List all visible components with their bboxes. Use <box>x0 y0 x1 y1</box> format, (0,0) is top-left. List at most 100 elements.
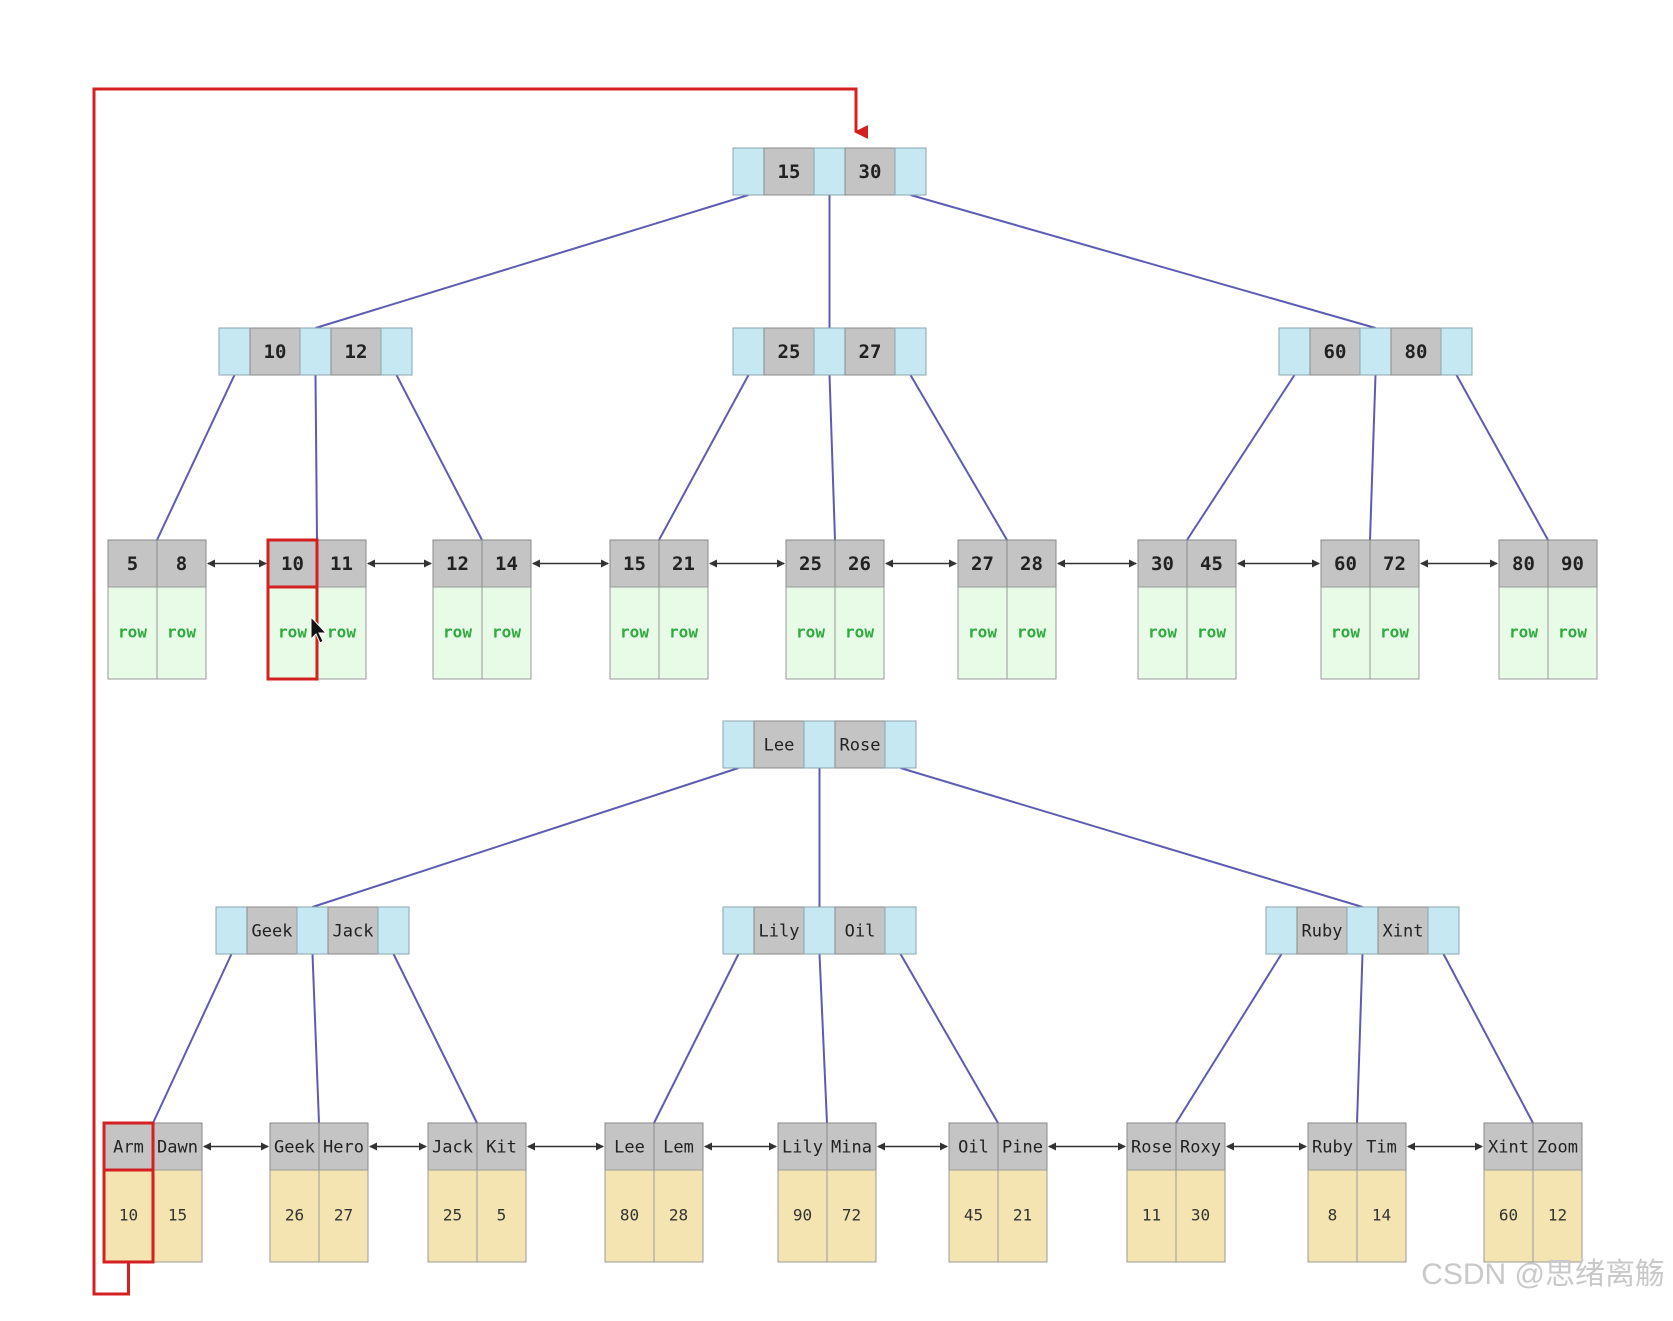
key-cell <box>834 720 886 769</box>
leaf-value-label: 30 <box>1191 1206 1210 1225</box>
leaf-value-label: row <box>167 623 196 642</box>
leaf-key-cell <box>1186 539 1237 588</box>
leaf-value-cell <box>1175 1169 1226 1263</box>
leaf-value-label: row <box>845 623 874 642</box>
leaf-key-label: Geek <box>274 1138 315 1158</box>
tree-edge <box>1356 953 1364 1124</box>
leaf-key-label: 25 <box>799 553 822 575</box>
leaf-value-cell <box>948 1169 999 1263</box>
leaf-key-cell <box>785 539 836 588</box>
leaf-key-cell <box>1137 539 1188 588</box>
leaf-key-cell <box>826 1122 877 1171</box>
leaf-key-cell <box>1547 539 1598 588</box>
leaf-key-cell <box>318 1122 369 1171</box>
leaf-value-cell <box>1126 1169 1177 1263</box>
node-key-label: 30 <box>859 161 882 183</box>
leaf-key-label: Pine <box>1002 1138 1043 1158</box>
tree-edge <box>1442 953 1534 1124</box>
pointer-cell <box>732 327 765 376</box>
leaf-value-cell <box>269 1169 320 1263</box>
leaf-key-label: Zoom <box>1537 1138 1578 1158</box>
leaf-value-label: 25 <box>443 1206 462 1225</box>
leaf-key-label: 72 <box>1383 553 1406 575</box>
leaf-key-label: Kit <box>486 1138 517 1158</box>
leaf-value-label: row <box>968 623 997 642</box>
tree-edge <box>152 953 233 1124</box>
leaf-value-cell <box>1547 586 1598 680</box>
tree-edge <box>909 374 1008 541</box>
pointer-cell <box>894 147 927 196</box>
leaf-value-cell <box>318 1169 369 1263</box>
leaf-key-label: Dawn <box>157 1138 198 1158</box>
node-key-label: 27 <box>859 341 882 363</box>
leaf-value-label: row <box>1331 623 1360 642</box>
leaf-value-label: row <box>1017 623 1046 642</box>
leaf-key-label: 11 <box>330 553 353 575</box>
primary-leaf-node: 60 row 72 row <box>1320 539 1420 680</box>
key-cell <box>1377 906 1429 955</box>
leaf-key-label: 5 <box>127 553 138 575</box>
leaf-key-label: Ruby <box>1312 1138 1353 1158</box>
leaf-value-label: 27 <box>334 1206 353 1225</box>
pointer-cell <box>299 327 332 376</box>
leaf-key-label: Arm <box>113 1138 144 1158</box>
tree-edge <box>1455 374 1549 541</box>
tree-edge <box>315 194 749 329</box>
leaf-key-label: Oil <box>958 1138 989 1158</box>
leaf-value-label: row <box>1509 623 1538 642</box>
leaf-key-label: Lee <box>614 1138 645 1158</box>
leaf-key-label: Roxy <box>1180 1138 1221 1158</box>
pointer-cell <box>1427 906 1460 955</box>
leaf-value-cell <box>997 1169 1048 1263</box>
cursor-icon <box>310 615 328 644</box>
leaf-key-label: 60 <box>1334 553 1357 575</box>
leaf-sibling-links <box>203 559 1498 1151</box>
leaf-key-label: 14 <box>495 553 518 575</box>
leaf-value-label: row <box>669 623 698 642</box>
leaf-key-label: 45 <box>1200 553 1223 575</box>
leaf-key-label: 15 <box>623 553 646 575</box>
key-cell <box>1390 327 1442 376</box>
leaf-value-label: 14 <box>1372 1206 1391 1225</box>
pointer-cell <box>377 906 410 955</box>
leaf-key-cell <box>834 539 885 588</box>
leaf-value-label: row <box>1380 623 1409 642</box>
pointer-cell <box>215 906 248 955</box>
leaf-value-cell <box>777 1169 828 1263</box>
leaf-value-label: 26 <box>285 1206 304 1225</box>
leaf-key-cell <box>103 1122 154 1171</box>
leaf-value-cell <box>1137 586 1188 680</box>
node-key-label: Jack <box>333 922 374 942</box>
leaf-key-cell <box>152 1122 203 1171</box>
pointer-cell <box>803 906 836 955</box>
pointer-cell <box>380 327 413 376</box>
leaf-key-cell <box>481 539 532 588</box>
node-key-label: Rose <box>840 736 881 756</box>
tree-edge <box>312 767 739 908</box>
tree-edge <box>311 953 320 1124</box>
key-cell <box>844 147 896 196</box>
node-key-label: 25 <box>778 341 801 363</box>
leaf-value-cell <box>604 1169 655 1263</box>
leaf-value-label: row <box>327 623 356 642</box>
leaf-value-label: row <box>278 623 307 642</box>
node-key-label: Lily <box>759 922 800 942</box>
leaf-value-label: 72 <box>842 1206 861 1225</box>
leaf-value-cell <box>1320 586 1371 680</box>
leaf-key-label: 80 <box>1512 553 1535 575</box>
node-key-label: Xint <box>1383 922 1424 942</box>
leaf-key-label: 90 <box>1561 553 1584 575</box>
leaf-key-cell <box>1356 1122 1407 1171</box>
pointer-cell <box>894 327 927 376</box>
leaf-value-cell <box>1532 1169 1583 1263</box>
